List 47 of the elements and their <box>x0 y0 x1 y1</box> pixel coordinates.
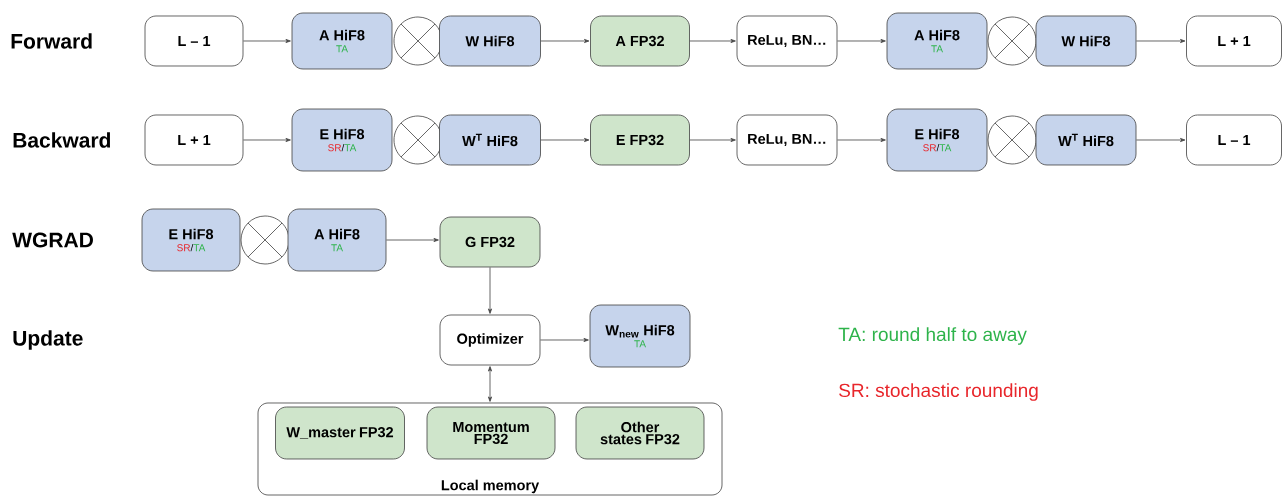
tensor-box: W HiF8 <box>439 15 541 67</box>
row-label: WGRAD <box>12 232 93 248</box>
process-box: L – 1 <box>1186 114 1282 166</box>
arrow <box>1136 138 1186 142</box>
row-label: Forward <box>11 33 92 49</box>
state-box: Other states FP32 <box>575 406 705 460</box>
multiply-circle <box>987 16 1037 66</box>
tensor-box: E HiF8 SR/TA <box>886 108 988 172</box>
arrow <box>689 138 736 142</box>
arrow <box>540 138 590 142</box>
row-label: Update <box>13 330 83 350</box>
arrow <box>243 39 291 43</box>
tensor-box: W$^{T}$ HiF8 <box>1035 114 1137 166</box>
tensor-box: G FP32 <box>439 216 541 268</box>
arrow <box>540 338 589 342</box>
legend-text: SR: stochastic rounding <box>839 383 1038 401</box>
arrow <box>386 238 439 242</box>
tensor-box: E FP32 <box>590 114 690 166</box>
tensor-box: A HiF8 TA <box>886 12 988 70</box>
arrow <box>837 39 886 43</box>
tensor-box: A HiF8 TA <box>291 12 393 70</box>
arrow <box>488 267 492 314</box>
state-box: Momentum FP32 <box>426 406 556 460</box>
state-box: W_master FP32 <box>275 406 405 460</box>
process-box: ReLu, BN… <box>736 114 838 166</box>
tensor-box: E HiF8 SR/TA <box>291 108 393 172</box>
process-box: L – 1 <box>144 15 244 67</box>
tensor-box: A FP32 <box>590 15 690 67</box>
process-box: Optimizer <box>439 314 541 366</box>
multiply-circle <box>987 115 1037 165</box>
arrow <box>243 138 291 142</box>
tensor-box: W$_{new}$ HiF8 TA <box>589 304 691 368</box>
arrow <box>488 366 492 402</box>
legend-text: TA: round half to away <box>838 327 1027 345</box>
tensor-box: E HiF8 SR/TA <box>141 208 241 272</box>
tensor-box: W HiF8 <box>1035 15 1137 67</box>
tensor-box: W$^{T}$ HiF8 <box>439 114 541 166</box>
process-box: L + 1 <box>1186 15 1282 67</box>
arrow <box>1136 39 1186 43</box>
process-box: L + 1 <box>144 114 244 166</box>
tensor-box: A HiF8 TA <box>287 208 387 272</box>
arrow <box>689 39 736 43</box>
process-box: ReLu, BN… <box>736 15 838 67</box>
multiply-circle <box>240 215 290 265</box>
arrow <box>837 138 886 142</box>
row-label: Backward <box>13 132 111 148</box>
arrow <box>540 39 590 43</box>
